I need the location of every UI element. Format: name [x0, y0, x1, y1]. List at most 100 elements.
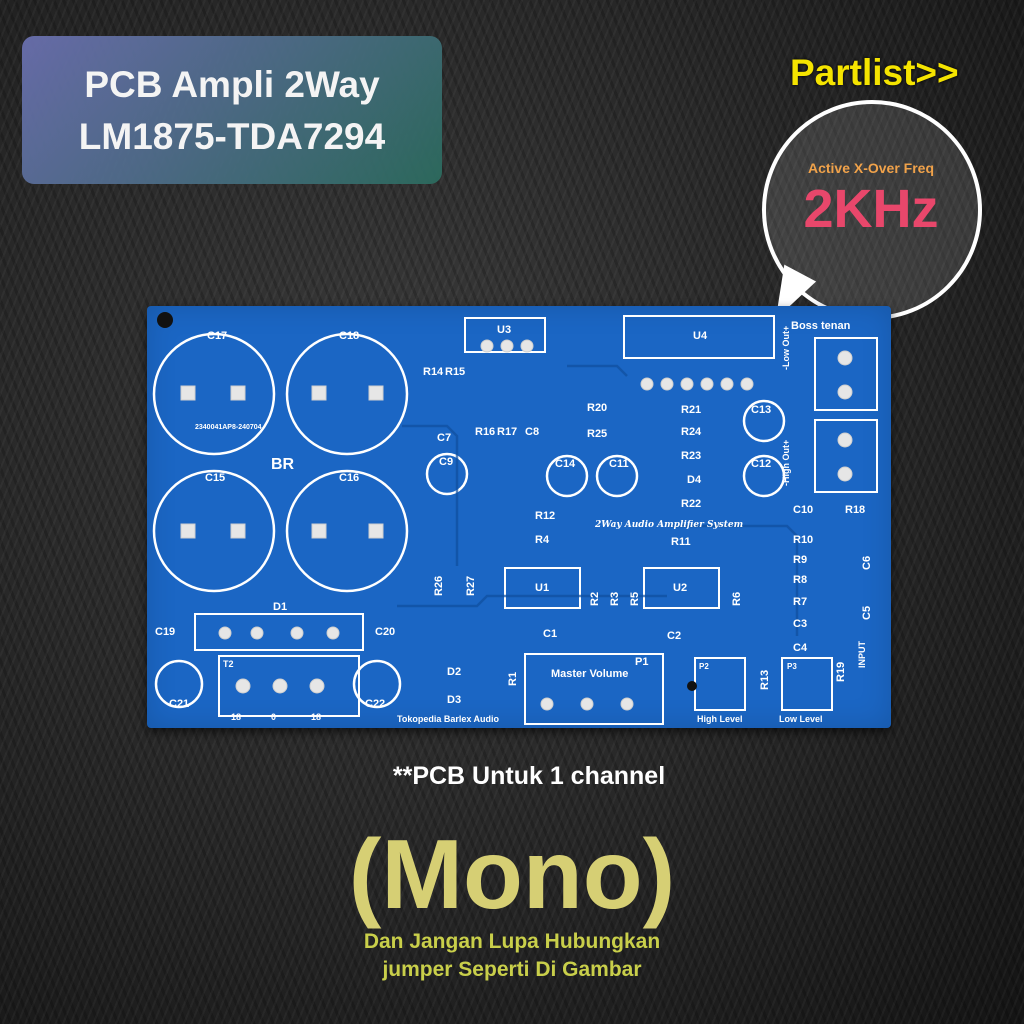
label-r20: R20 [587, 402, 608, 414]
label-r18: R18 [845, 504, 866, 516]
solder-pad [837, 432, 853, 448]
pcb-board: C17 C18 2340041AP8-240704 BR C15 C16 C19… [147, 306, 891, 728]
label-r14: R14 [423, 366, 444, 378]
u1-outline [504, 567, 581, 609]
solder-pad [837, 466, 853, 482]
solder-pad [620, 697, 634, 711]
label-r8: R8 [793, 574, 808, 586]
label-r22: R22 [681, 498, 702, 510]
label-c5: C5 [861, 605, 873, 620]
solder-pad [311, 523, 327, 539]
solder-pad [180, 385, 196, 401]
solder-pad [500, 339, 514, 353]
u2-outline [643, 567, 720, 609]
label-c3: C3 [793, 618, 808, 630]
label-c2: C2 [667, 630, 682, 642]
label-r16: R16 [475, 426, 496, 438]
title-line-1: PCB Ampli 2Way [84, 64, 380, 105]
label-p1: P1 [635, 656, 649, 668]
label-r3: R3 [609, 591, 621, 606]
solder-pad [480, 339, 494, 353]
label-t2: T2 [223, 659, 234, 669]
label-c8: C8 [525, 426, 540, 438]
label-r25: R25 [587, 428, 608, 440]
label-d3: D3 [447, 694, 462, 706]
label-c11: C11 [609, 458, 629, 470]
solder-pad [540, 697, 554, 711]
label-r12: R12 [535, 510, 556, 522]
label-r19: R19 [835, 661, 847, 682]
label-r24: R24 [681, 426, 702, 438]
p3-outline [781, 657, 833, 711]
label-c12: C12 [751, 458, 772, 470]
label-p3: P3 [787, 662, 797, 671]
label-c21: C21 [169, 698, 190, 710]
label-r6: R6 [731, 591, 743, 606]
note-jumper-2: jumper Seperti Di Gambar [382, 958, 642, 981]
low-out-terminal-outline [814, 337, 878, 411]
label-c15: C15 [205, 472, 226, 484]
label-c13: C13 [751, 404, 772, 416]
label-master-volume: Master Volume [551, 668, 629, 680]
label-r23: R23 [681, 450, 702, 462]
note-mono: (Mono) [348, 819, 676, 929]
pcb-artwork [152, 312, 878, 725]
capacitor-outline [425, 452, 469, 496]
label-r11: R11 [671, 536, 691, 548]
crossover-label: Active X-Over Freq [807, 160, 935, 176]
capacitor-outline [742, 399, 786, 443]
label-low-out: -Low Out+ [781, 325, 791, 370]
solder-pad [272, 678, 288, 694]
label-r7: R7 [793, 596, 808, 608]
t2-outline [218, 655, 360, 717]
label-c1: C1 [543, 628, 558, 640]
label-high-out: -High Out+ [781, 439, 791, 486]
label-t2-pin-1: 18 [231, 712, 242, 722]
solder-pad [660, 377, 674, 391]
label-c18: C18 [339, 330, 360, 342]
label-r1: R1 [507, 671, 519, 686]
capacitor-outline [545, 454, 589, 498]
label-c20: C20 [375, 626, 396, 638]
pcb-trace [667, 524, 799, 636]
pcb-trace [402, 424, 459, 566]
solder-pad [680, 377, 694, 391]
crossover-value: 2KHz [803, 179, 939, 239]
label-cap-code: 2340041AP8-240704 [195, 424, 262, 431]
label-input: INPUT [857, 641, 867, 668]
mounting-hole [157, 312, 173, 328]
label-t2-pin-2: 0 [271, 712, 277, 722]
label-c10: C10 [793, 504, 814, 516]
d1-outline [194, 613, 364, 651]
label-u4: U4 [693, 330, 708, 342]
title-banner: PCB Ampli 2Way LM1875-TDA7294 [22, 36, 442, 184]
speech-bubble [762, 100, 982, 320]
solder-pad [580, 697, 594, 711]
solder-pad [740, 377, 754, 391]
label-r9: R9 [793, 554, 808, 566]
solder-pad [250, 626, 264, 640]
label-d1: D1 [273, 601, 288, 613]
pcb-trace [397, 594, 667, 608]
label-r2: R2 [589, 591, 601, 606]
capacitor-outline [595, 454, 639, 498]
label-r10: R10 [793, 534, 814, 546]
capacitor-outline [152, 469, 276, 593]
label-boss: Boss tenan [791, 320, 851, 332]
capacitor-outline [352, 659, 402, 709]
label-u2: U2 [673, 582, 688, 594]
solder-pad [230, 385, 246, 401]
solder-pad [640, 377, 654, 391]
label-c17: C17 [207, 330, 228, 342]
label-u1: U1 [535, 582, 550, 594]
label-brand-mark: BR [271, 456, 295, 473]
label-r5: R5 [629, 591, 641, 606]
label-c7: C7 [437, 432, 452, 444]
label-vendor: Tokopedia Barlex Audio [397, 714, 500, 724]
label-c22: C22 [365, 698, 386, 710]
pcb-trace [567, 364, 628, 377]
p1-outline [524, 653, 664, 725]
capacitor-outline [152, 332, 276, 456]
label-system-script: 2Way Audio Amplifier System [595, 520, 744, 530]
label-d2: D2 [447, 666, 462, 678]
